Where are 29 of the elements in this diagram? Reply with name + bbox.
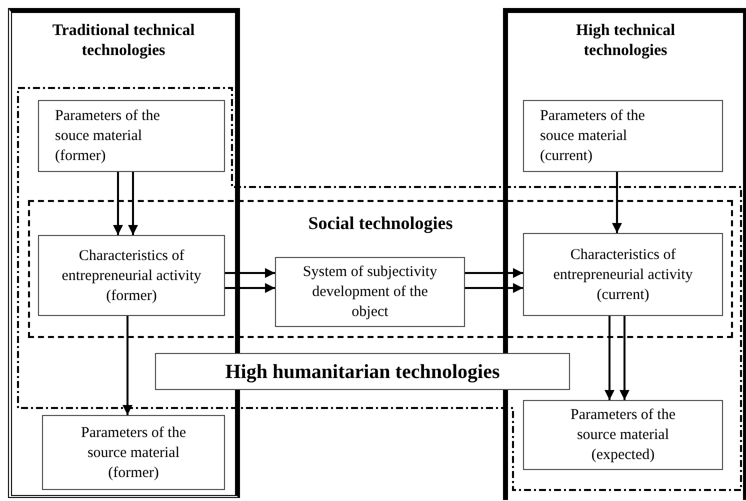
- arrow: [122, 316, 132, 415]
- process-box: [523, 233, 723, 316]
- arrow: [128, 172, 138, 235]
- process-box: [155, 353, 570, 390]
- arrow: [225, 283, 275, 293]
- box-label: Characteristics of entrepreneurial activity (former): [60, 246, 202, 306]
- arrow: [113, 172, 123, 235]
- heading: Traditional technical technologies: [51, 21, 196, 61]
- heading: High technical technologies: [574, 21, 676, 61]
- process-box: [38, 100, 225, 172]
- process-box: [42, 415, 225, 490]
- arrow: [465, 268, 523, 278]
- box-label: Parameters of the source material (expected): [570, 406, 676, 465]
- heading: Social technologies: [308, 212, 453, 235]
- box-label: System of subjectivity development of the object: [302, 263, 438, 322]
- process-box: [523, 400, 723, 470]
- arrow: [225, 268, 275, 278]
- process-box: [275, 257, 465, 327]
- process-box: [523, 100, 723, 172]
- arrow: [620, 316, 630, 400]
- box-label: Characteristics of entrepreneurial activity (current): [552, 246, 694, 304]
- box-label: Parameters of the source material (former): [80, 424, 187, 482]
- arrow: [465, 283, 523, 293]
- arrow: [604, 316, 614, 400]
- box-label: Parameters of the souce material (former): [55, 107, 161, 166]
- box-label: High humanitarian technologies: [225, 360, 500, 384]
- arrow: [612, 172, 622, 233]
- box-label: Parameters of the souce material (current): [540, 107, 646, 166]
- process-box: [38, 235, 225, 316]
